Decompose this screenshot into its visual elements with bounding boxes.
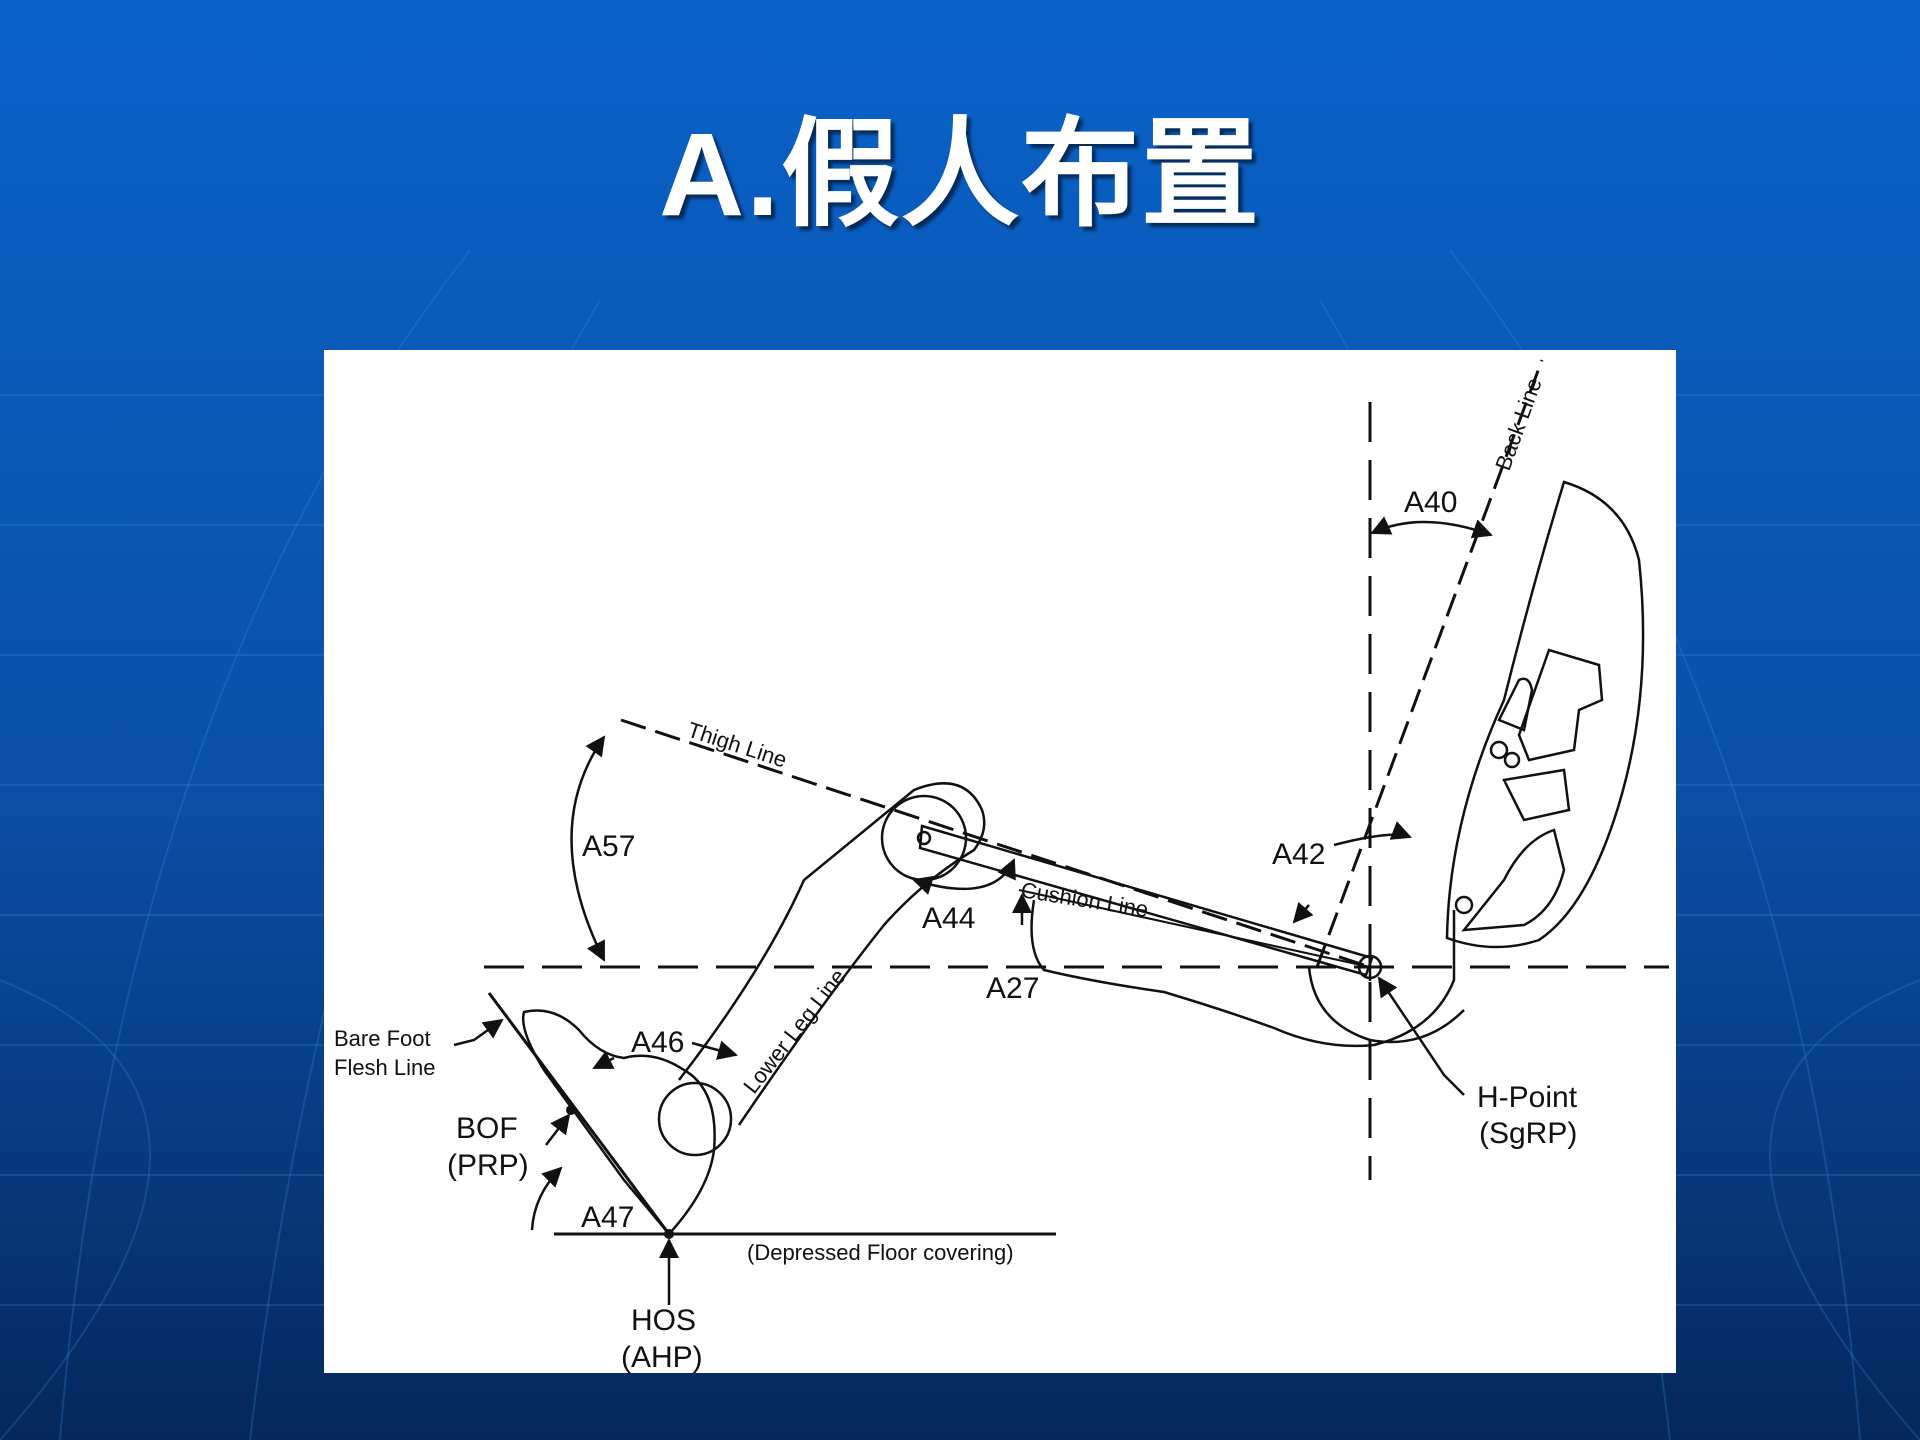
ankle-joint xyxy=(657,1081,733,1157)
a46-label: A46 xyxy=(631,1026,684,1059)
a42-leader xyxy=(1333,821,1412,847)
cushion-line xyxy=(1018,889,1371,968)
a46-arc-end xyxy=(592,1051,615,1070)
back-pan-shape xyxy=(1445,480,1645,949)
hip-arc xyxy=(1307,966,1465,1044)
back-line xyxy=(1315,359,1544,968)
h-point-label-line2: (SgRP) xyxy=(1479,1117,1577,1150)
hos-point xyxy=(664,1229,674,1239)
back-line-label: Back Line xyxy=(1490,374,1547,473)
a42-arc-end xyxy=(1292,901,1314,924)
hos-label-line2: (AHP) xyxy=(621,1341,703,1373)
a42-label: A42 xyxy=(1272,838,1325,871)
a44-label: A44 xyxy=(922,902,975,935)
slide-title: A.假人布置 xyxy=(658,109,1261,241)
h-point-label-line1: H-Point xyxy=(1477,1081,1578,1114)
lower-leg-shape xyxy=(678,782,986,1126)
h-point-leader xyxy=(1377,976,1465,1096)
a44-arc xyxy=(912,858,1016,895)
bof-label-line2: (PRP) xyxy=(447,1149,529,1182)
seat-pan-shape xyxy=(1030,899,1456,1048)
bof-point xyxy=(566,1105,576,1115)
lower-leg-line-label: Lower Leg Line xyxy=(738,964,850,1098)
a57-label: A57 xyxy=(582,830,635,863)
a47-arc xyxy=(530,1166,563,1231)
cushion-line-label: Cushion Line xyxy=(1019,877,1150,922)
a57-arc xyxy=(570,735,606,962)
knee-joint xyxy=(880,794,968,882)
floor-label: (Depressed Floor covering) xyxy=(747,1240,1014,1265)
hos-label-line1: HOS xyxy=(631,1304,696,1337)
thigh-bar xyxy=(918,824,1374,977)
bare-foot-label-line1: Bare Foot xyxy=(334,1026,431,1051)
a40-arc xyxy=(1370,516,1493,539)
mannequin-layout-diagram: Back Line A40 Thigh Line A57 A42 Cushion… xyxy=(334,359,1669,1373)
figure-panel: Back Line A40 Thigh Line A57 A42 Cushion… xyxy=(324,350,1676,1373)
mannequin-outline xyxy=(522,480,1645,1236)
a47-label: A47 xyxy=(581,1201,634,1234)
bof-label-line1: BOF xyxy=(456,1112,518,1145)
bare-foot-label-line2: Flesh Line xyxy=(334,1055,436,1080)
a46-leader xyxy=(691,1040,738,1060)
thigh-line-label: Thigh Line xyxy=(684,717,789,773)
a40-label: A40 xyxy=(1404,486,1457,519)
thigh-line xyxy=(620,718,1371,969)
bare-foot-flesh-line xyxy=(487,992,671,1235)
a27-label: A27 xyxy=(986,972,1039,1005)
bare-foot-leader xyxy=(453,1018,504,1047)
bof-leader xyxy=(545,1113,571,1146)
